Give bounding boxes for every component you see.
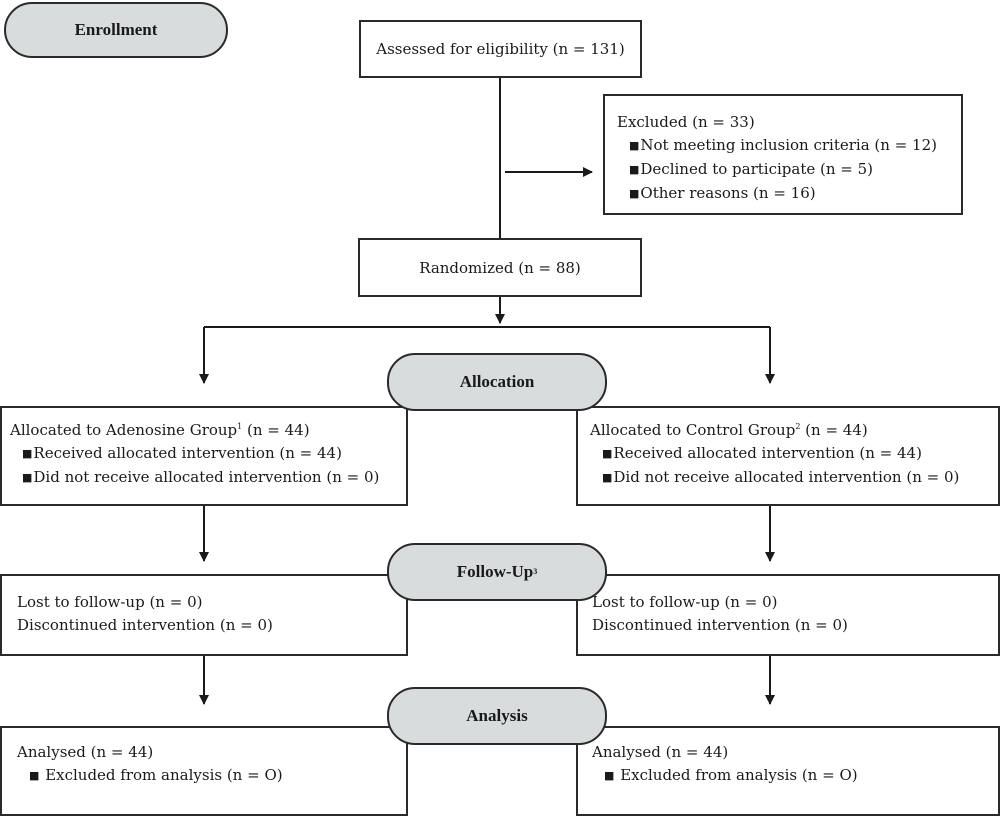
allocation-title: Allocated to Control Group2 (n = 44) (590, 421, 868, 439)
allocation-title: Allocated to Adenosine Group1 (n = 44) (10, 421, 310, 439)
bullet-icon: ■ (629, 187, 640, 200)
excluded-box: Excluded (n = 33) ■Not meeting inclusion… (603, 94, 963, 215)
analysis-item: ■ Excluded from analysis (n = O) (29, 766, 283, 784)
analysis-stage-label: Analysis (387, 687, 607, 745)
assessed-box: Assessed for eligibility (n = 131) (359, 20, 642, 78)
excluded-title: Excluded (n = 33) (617, 113, 755, 131)
allocation-item: ■Did not receive allocated intervention … (602, 468, 960, 486)
allocation-stage-label: Allocation (387, 353, 607, 411)
followup-item: Discontinued intervention (n = 0) (592, 616, 848, 634)
allocation-item: ■Received allocated intervention (n = 44… (22, 444, 342, 462)
bullet-icon: ■ (29, 769, 40, 782)
followup-item: Discontinued intervention (n = 0) (17, 616, 273, 634)
analysis-item: ■ Excluded from analysis (n = O) (604, 766, 858, 784)
excluded-item: ■Not meeting inclusion criteria (n = 12) (629, 136, 937, 154)
bullet-icon: ■ (604, 769, 615, 782)
bullet-icon: ■ (629, 139, 640, 152)
bullet-icon: ■ (22, 471, 33, 484)
analysis-title: Analysed (n = 44) (592, 743, 729, 761)
bullet-icon: ■ (22, 447, 33, 460)
footnote-marker: 2 (795, 422, 801, 431)
allocation-item: ■Received allocated intervention (n = 44… (602, 444, 922, 462)
analysis-title: Analysed (n = 44) (17, 743, 154, 761)
excluded-item: ■Other reasons (n = 16) (629, 184, 816, 202)
excluded-item: ■Declined to participate (n = 5) (629, 160, 874, 178)
adenosine-allocation-box: Allocated to Adenosine Group1 (n = 44) ■… (0, 406, 408, 506)
assessed-text: Assessed for eligibility (n = 131) (376, 40, 625, 58)
allocation-item: ■Did not receive allocated intervention … (22, 468, 380, 486)
followup-item: Lost to follow-up (n = 0) (17, 593, 203, 611)
footnote-marker: 1 (237, 422, 243, 431)
adenosine-followup-box: Lost to follow-up (n = 0) Discontinued i… (0, 574, 408, 656)
followup-item: Lost to follow-up (n = 0) (592, 593, 778, 611)
randomized-box: Randomized (n = 88) (358, 238, 642, 297)
control-allocation-box: Allocated to Control Group2 (n = 44) ■Re… (576, 406, 1000, 506)
bullet-icon: ■ (602, 471, 613, 484)
adenosine-analysis-box: Analysed (n = 44) ■ Excluded from analys… (0, 726, 408, 816)
bullet-icon: ■ (629, 163, 640, 176)
control-followup-box: Lost to follow-up (n = 0) Discontinued i… (576, 574, 1000, 656)
bullet-icon: ■ (602, 447, 613, 460)
control-analysis-box: Analysed (n = 44) ■ Excluded from analys… (576, 726, 1000, 816)
enrollment-stage-label: Enrollment (4, 2, 228, 58)
randomized-text: Randomized (n = 88) (419, 258, 581, 277)
